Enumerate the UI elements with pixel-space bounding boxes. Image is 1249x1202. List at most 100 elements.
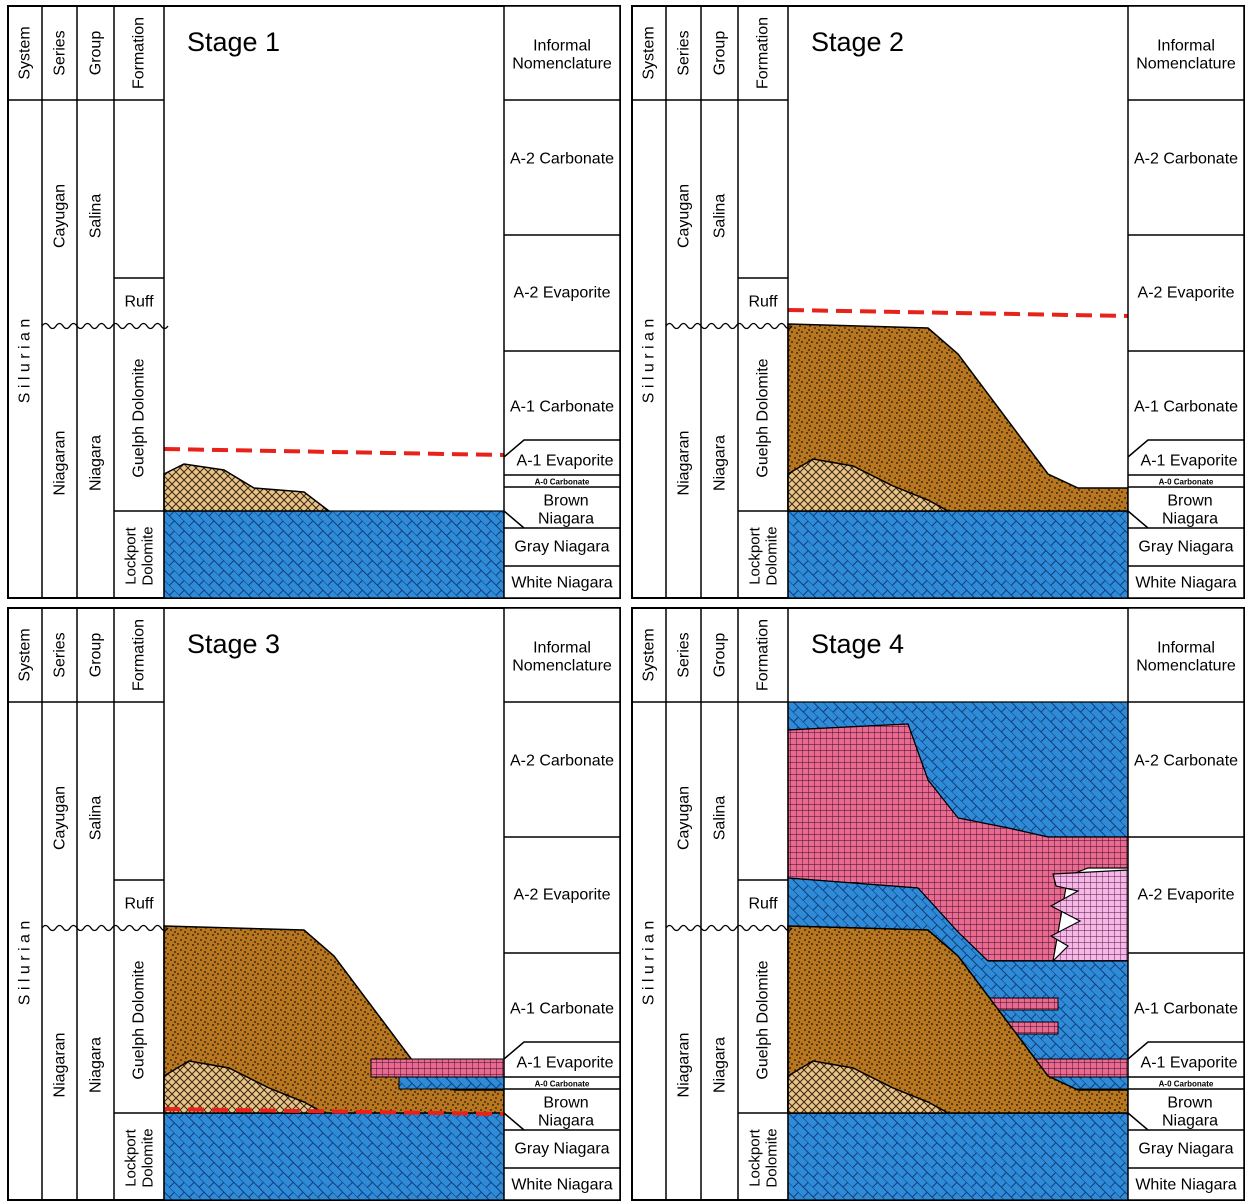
header-system: System xyxy=(17,628,34,681)
group-niagara: Niagara xyxy=(88,435,105,491)
header-formation: Formation xyxy=(131,17,148,89)
formation-ruff: Ruff xyxy=(124,294,154,311)
system-silurian: S i l u r i a n xyxy=(17,921,34,1005)
formation-lockport-1: Lockport xyxy=(747,526,764,584)
header-system: System xyxy=(641,26,658,79)
stage-title: Stage 2 xyxy=(811,27,904,57)
informal-header-1: Informal xyxy=(533,38,591,55)
lockport-dolomite-layer xyxy=(163,1112,505,1201)
formation-guelph: Guelph Dolomite xyxy=(131,358,148,477)
gray-niagara-label: Gray Niagara xyxy=(1138,1141,1233,1158)
brown-niagara-label-1: Brown xyxy=(1167,493,1212,510)
a1-evaporite-label: A-1 Evaporite xyxy=(1141,453,1238,470)
series-cayugan: Cayugan xyxy=(676,786,693,850)
series-cayugan: Cayugan xyxy=(52,184,69,248)
brown-niagara-label-1: Brown xyxy=(543,1095,588,1112)
unconformity-line xyxy=(665,924,793,932)
reef-core-mound xyxy=(787,458,949,512)
header-series: Series xyxy=(676,30,693,75)
informal-header-2: Nomenclature xyxy=(1136,56,1236,73)
header-group: Group xyxy=(712,633,729,678)
header-group: Group xyxy=(88,633,105,678)
formation-lockport-1: Lockport xyxy=(123,526,140,584)
unconformity-line xyxy=(41,924,169,932)
a0-carbonate-label: A-0 Carbonate xyxy=(535,1080,590,1089)
a0-carbonate-label: A-0 Carbonate xyxy=(1159,1080,1214,1089)
white-niagara-label: White Niagara xyxy=(511,1177,612,1194)
series-niagaran: Niagaran xyxy=(52,1033,69,1098)
a0-carbonate-label: A-0 Carbonate xyxy=(1159,478,1214,487)
formation-lockport-2: Dolomite xyxy=(140,1128,157,1187)
a2-carbonate-label: A-2 Carbonate xyxy=(1134,151,1238,168)
formation-guelph: Guelph Dolomite xyxy=(755,358,772,477)
group-niagara: Niagara xyxy=(88,1037,105,1093)
a1-carbonate-label: A-1 Carbonate xyxy=(510,399,614,416)
informal-header-1: Informal xyxy=(1157,640,1215,657)
white-niagara-label: White Niagara xyxy=(1135,575,1236,592)
unconformity-line xyxy=(41,322,169,330)
series-cayugan: Cayugan xyxy=(676,184,693,248)
a2-evaporite-label: A-2 Evaporite xyxy=(1138,887,1235,904)
group-salina: Salina xyxy=(712,194,729,239)
a1-evaporite-label: A-1 Evaporite xyxy=(1141,1055,1238,1072)
informal-header-1: Informal xyxy=(533,640,591,657)
series-niagaran: Niagaran xyxy=(676,431,693,496)
lockport-dolomite-layer xyxy=(163,510,505,599)
a1-carbonate-label: A-1 Carbonate xyxy=(1134,399,1238,416)
a1-carbonate-label: A-1 Carbonate xyxy=(1134,1001,1238,1018)
group-salina: Salina xyxy=(88,194,105,239)
group-niagara: Niagara xyxy=(712,435,729,491)
brown-niagara-label-2: Niagara xyxy=(1162,1113,1218,1130)
informal-header-2: Nomenclature xyxy=(512,56,612,73)
informal-header-1: Informal xyxy=(1157,38,1215,55)
a0-carbonate-layer xyxy=(398,1076,505,1090)
a2-evaporite-label: A-2 Evaporite xyxy=(514,285,611,302)
system-silurian: S i l u r i a n xyxy=(641,319,658,403)
group-niagara: Niagara xyxy=(712,1037,729,1093)
header-system: System xyxy=(641,628,658,681)
formation-guelph: Guelph Dolomite xyxy=(131,960,148,1079)
lockport-dolomite-layer xyxy=(787,1112,1129,1201)
reef-core-mound xyxy=(163,463,332,512)
a1-evaporite-label: A-1 Evaporite xyxy=(517,1055,614,1072)
a1-evaporite-label: A-1 Evaporite xyxy=(517,453,614,470)
formation-lockport-1: Lockport xyxy=(747,1128,764,1186)
brown-niagara-label-2: Niagara xyxy=(1162,511,1218,528)
unconformity-line xyxy=(665,322,793,330)
a2-carbonate-label: A-2 Carbonate xyxy=(510,753,614,770)
informal-header-2: Nomenclature xyxy=(512,658,612,675)
a2-evaporite-label: A-2 Evaporite xyxy=(1138,285,1235,302)
formation-ruff: Ruff xyxy=(748,896,778,913)
brown-niagara-label-1: Brown xyxy=(1167,1095,1212,1112)
group-salina: Salina xyxy=(88,796,105,841)
formation-lockport-2: Dolomite xyxy=(140,526,157,585)
reef-core-mound xyxy=(787,1060,949,1114)
gray-niagara-label: Gray Niagara xyxy=(1138,539,1233,556)
reef-core-mound xyxy=(163,1060,325,1114)
series-cayugan: Cayugan xyxy=(52,786,69,850)
a0-carbonate-label: A-0 Carbonate xyxy=(535,478,590,487)
a2-carbonate-label: A-2 Carbonate xyxy=(1134,753,1238,770)
sea-level-line xyxy=(163,1107,505,1116)
formation-lockport-2: Dolomite xyxy=(764,1128,781,1187)
header-formation: Formation xyxy=(755,17,772,89)
series-niagaran: Niagaran xyxy=(52,431,69,496)
gray-niagara-label: Gray Niagara xyxy=(514,1141,609,1158)
header-group: Group xyxy=(88,31,105,76)
